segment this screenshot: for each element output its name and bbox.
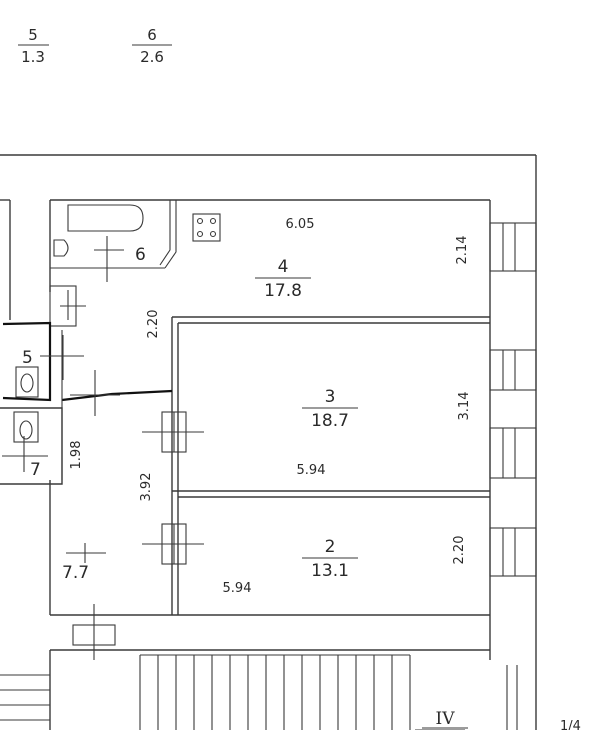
room-4-area: 17.8 [264, 281, 302, 301]
hall-area: 7.7 [62, 563, 89, 583]
bathroom-enclosure [50, 200, 177, 282]
corridor-wall [171, 317, 179, 615]
legend-room-5-number: 5 [28, 26, 38, 44]
room-7-closet [0, 407, 63, 485]
wall-room3-room2 [172, 490, 490, 498]
window-room4 [489, 222, 537, 272]
room-3-area: 18.7 [311, 411, 349, 431]
dim-room3-right: 3.14 [457, 392, 472, 421]
radiator-lower [142, 523, 204, 565]
room-2-area: 13.1 [311, 561, 349, 581]
room-7-label: 7 [30, 460, 41, 480]
room-5-label: 5 [22, 348, 33, 368]
dim-room3-width: 5.94 [297, 463, 326, 478]
staircase [139, 654, 465, 730]
toilet-fixture [49, 285, 86, 327]
room-6-label: 6 [135, 245, 146, 265]
stove-icon [192, 213, 221, 242]
staircase-label: IV [436, 709, 456, 729]
legend-room-5: 5 1.3 [18, 26, 49, 66]
window-room3-lower [489, 427, 537, 479]
left-stubs [0, 674, 50, 721]
room-2-label: 2 13.1 [302, 537, 358, 581]
bathtub-icon [67, 204, 144, 232]
wc-icon [15, 366, 39, 398]
dim-room4-right: 2.14 [455, 236, 470, 265]
entry-box [72, 604, 116, 660]
legend-room-6-area: 2.6 [140, 48, 164, 66]
dim-room2-right: 2.20 [452, 536, 467, 565]
radiator-upper [142, 411, 204, 453]
legend-room-6-number: 6 [147, 26, 157, 44]
room-3-label: 3 18.7 [302, 387, 358, 431]
legend-room-6: 6 2.6 [132, 26, 172, 66]
sink-icon [53, 239, 69, 257]
room-4-label: 4 17.8 [255, 257, 311, 301]
legend-room-5-area: 1.3 [21, 48, 45, 66]
apartment-walls [49, 199, 491, 730]
dim-hall-left: 1.98 [69, 441, 84, 470]
window-room3-upper [489, 349, 537, 391]
window-room2 [489, 527, 537, 577]
dim-hall-right: 3.92 [139, 473, 154, 502]
wall-room4-room3 [172, 316, 490, 324]
dim-room4-left: 2.20 [146, 310, 161, 339]
room-3-number: 3 [325, 387, 336, 407]
dim-room2-width: 5.94 [223, 581, 252, 596]
room-4-number: 4 [278, 257, 289, 277]
stair-steps [139, 655, 393, 730]
windows [489, 222, 537, 577]
dim-room4-width: 6.05 [286, 217, 315, 232]
edge-label: 1/4 [560, 719, 581, 730]
toilet-room-outline [2, 321, 173, 402]
room-2-number: 2 [325, 537, 336, 557]
